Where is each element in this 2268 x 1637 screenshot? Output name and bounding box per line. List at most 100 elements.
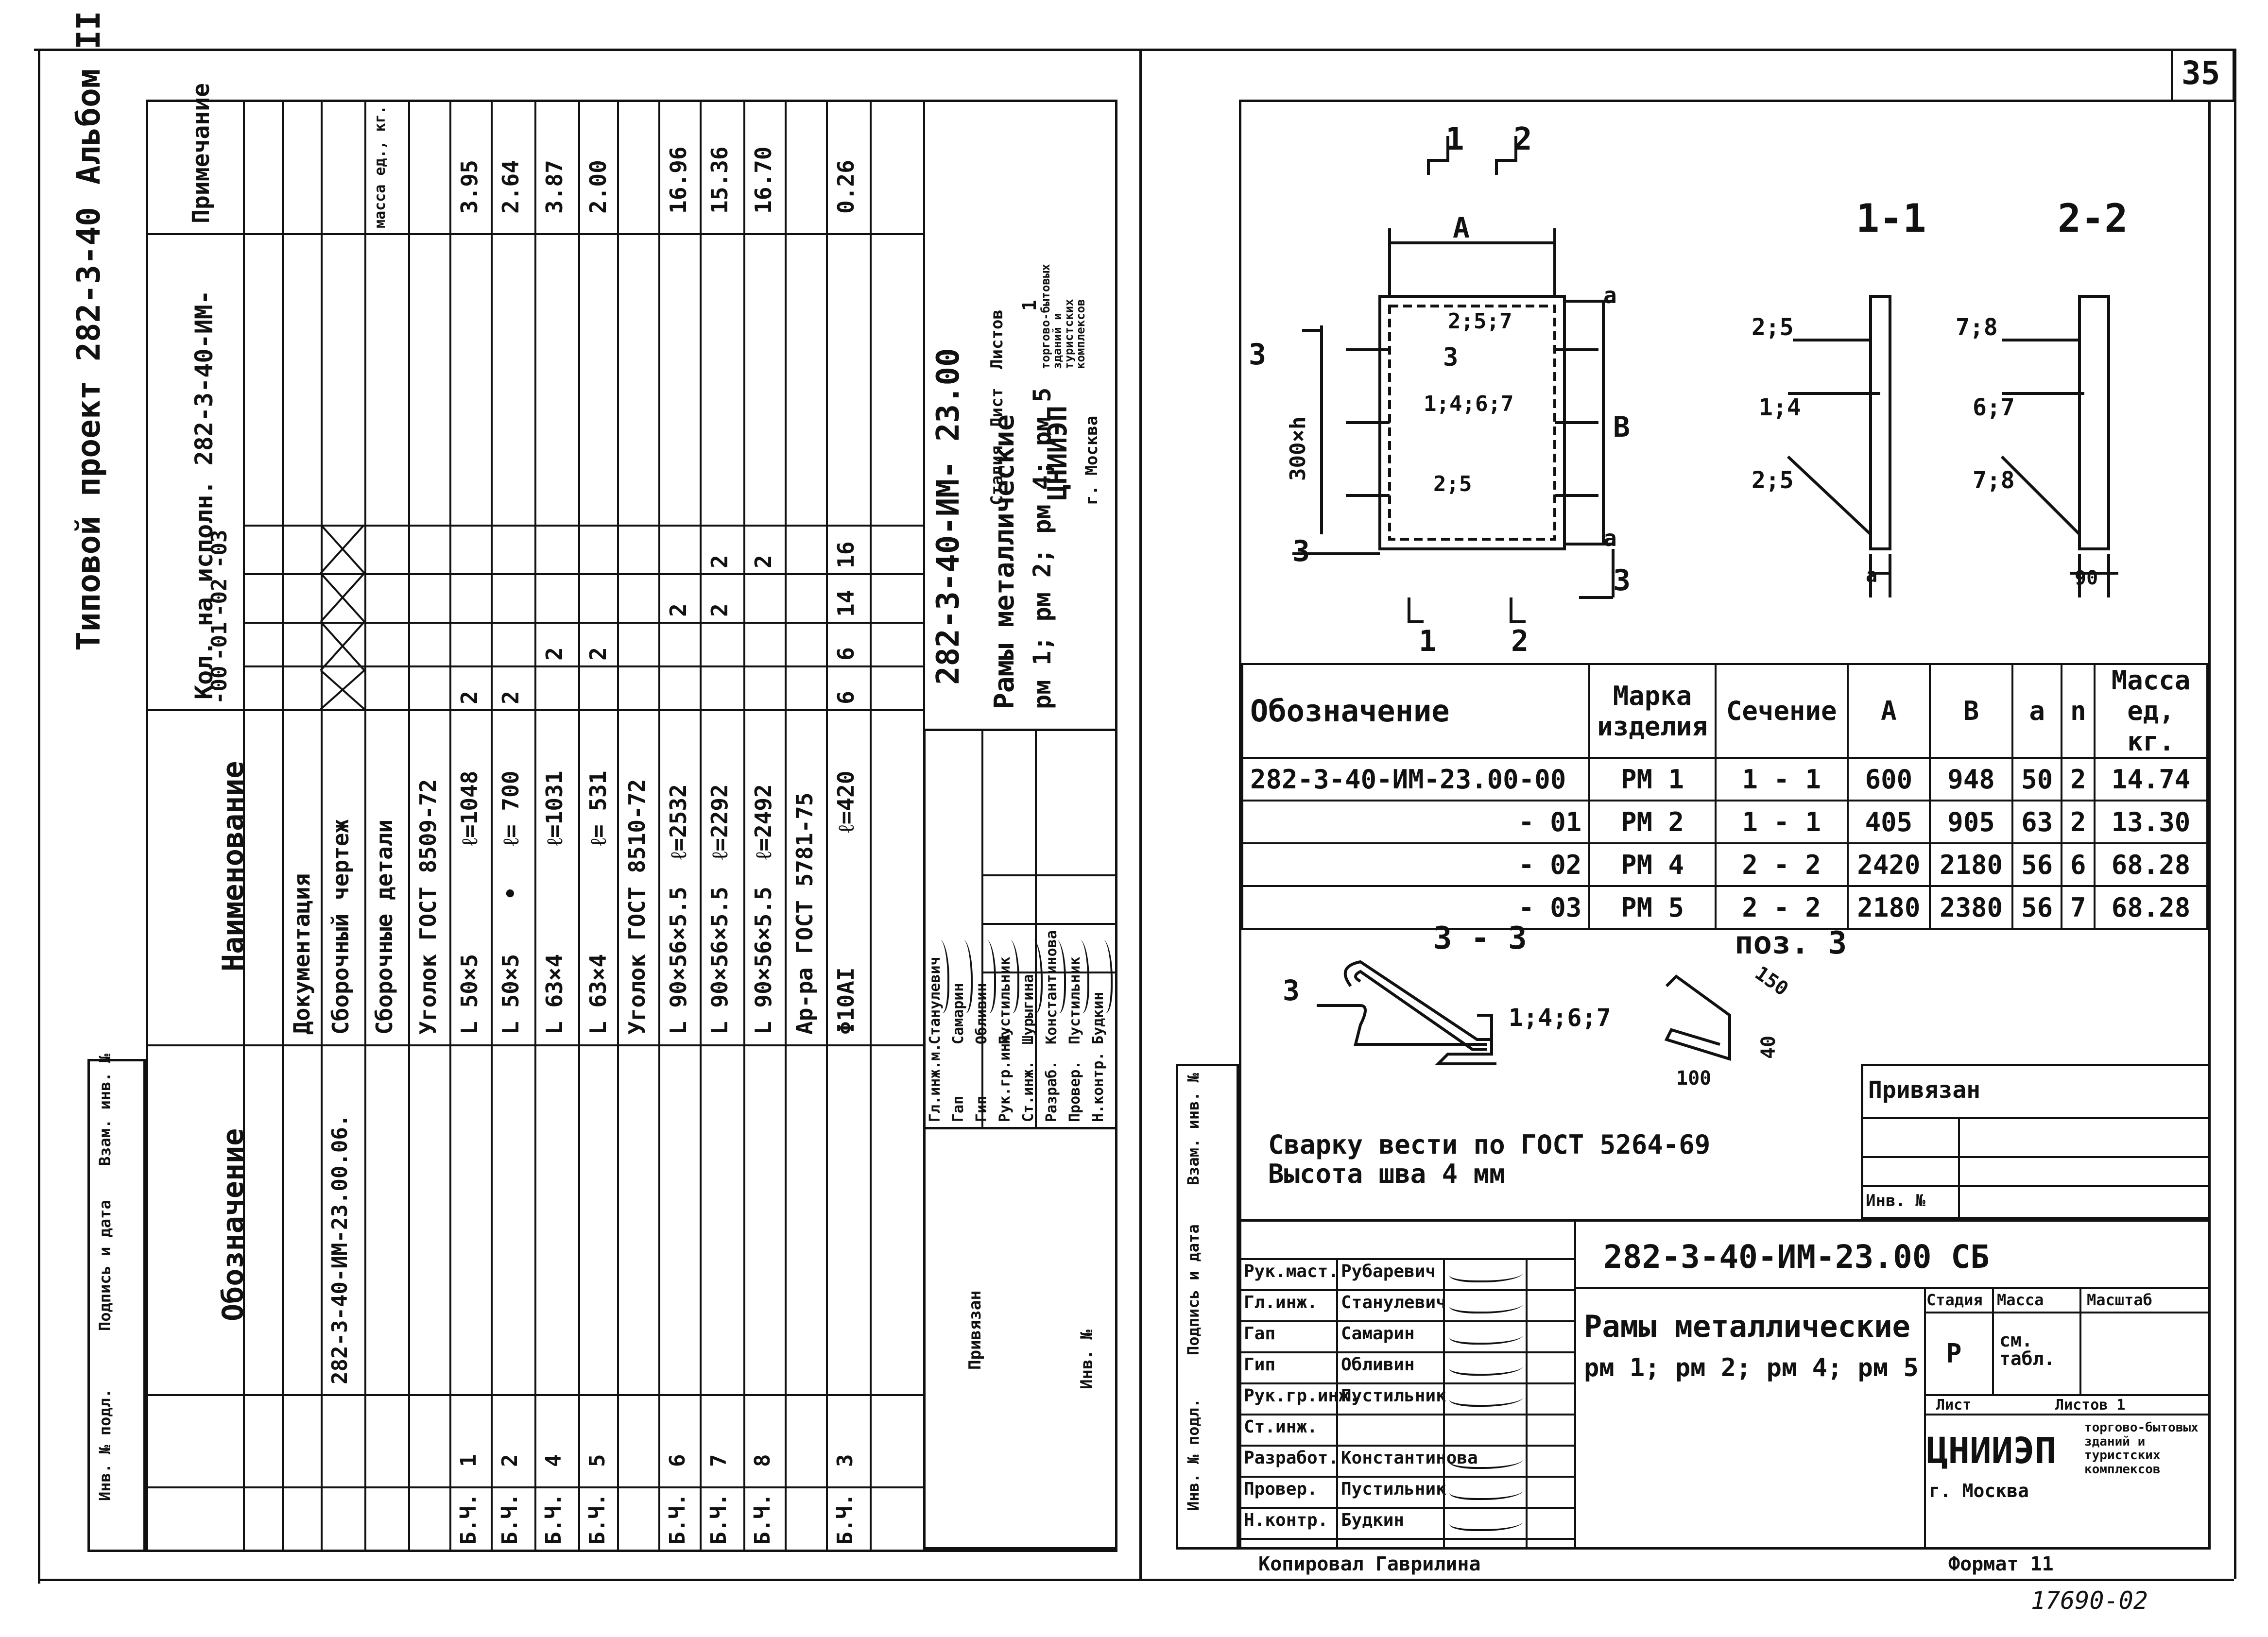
cut-label-3-inner: 3	[1443, 343, 1459, 372]
frames-table-cell: 2 - 2	[1714, 885, 1849, 930]
spec-row-pos: 2	[498, 1454, 522, 1467]
outer-bottom-line	[38, 1579, 2234, 1581]
spec-row-pos: 7	[706, 1454, 731, 1467]
spec-row-line	[408, 100, 410, 1552]
spec-row-qty: 2	[706, 555, 733, 568]
frames-th-a: a	[2011, 663, 2063, 759]
left-sheet-label: Лист	[987, 388, 1007, 427]
right-title-line	[1924, 1394, 2211, 1396]
frames-table-cell: 63	[2011, 800, 2063, 844]
left-header-album: Альбом II	[70, 11, 107, 185]
right-signer-row-line	[1239, 1476, 1574, 1478]
cut-label-3-bottom: 3	[1292, 534, 1310, 568]
frames-table-cell: РМ 1	[1588, 757, 1717, 801]
right-signer-role: Рук.гр.инж.	[1244, 1386, 1360, 1406]
right-side-podpis: Подпись и дата	[1184, 1224, 1203, 1355]
sec11-label-mid: 1;4	[1759, 394, 1801, 421]
right-signer-row-line	[1239, 1538, 1574, 1540]
handwritten-number: 17690-02	[2031, 1586, 2148, 1615]
frames-table-cell: 600	[1846, 757, 1931, 801]
right-stage-label: Стадия	[1926, 1291, 1983, 1309]
left-stage-label: Стадия	[987, 445, 1007, 505]
spec-row-line	[617, 100, 619, 1552]
frames-table-cell: 405	[1846, 800, 1931, 844]
spec-row-format: Б.Ч.	[833, 1493, 858, 1545]
spec-row-note: 3.95	[456, 160, 482, 214]
spec-row-qty: 2	[750, 555, 776, 568]
right-title-line	[1239, 1258, 1574, 1260]
frames-table-cell: 2180	[1929, 842, 2013, 887]
right-title-line	[1924, 1287, 1926, 1550]
cut-label-2: 2	[1513, 121, 1532, 157]
sec22-label-top: 7;8	[1956, 314, 1998, 341]
privyazan-line	[1861, 1117, 2211, 1119]
right-title-line	[1443, 1258, 1445, 1550]
spec-qty-col-01: -01	[207, 622, 232, 661]
spec-row-line	[534, 100, 536, 1552]
spec-col-line-qty-b	[243, 622, 923, 624]
right-title-line	[1924, 1312, 2211, 1313]
spec-row-pos: 6	[665, 1454, 690, 1467]
dim-label-h: 300×h	[1286, 416, 1310, 481]
spec-row-note: 16.70	[750, 146, 776, 214]
spec-row-line	[700, 100, 702, 1552]
spec-row-name: L 50×5 • ℓ= 700	[498, 770, 524, 1035]
right-signer-role: Разработ.	[1244, 1448, 1339, 1468]
spec-row-pos: 8	[750, 1454, 775, 1467]
outer-top-line	[34, 49, 2235, 51]
frame-drawing	[1292, 136, 2118, 623]
left-binding-strip	[923, 1127, 1117, 1550]
spec-header-note: Примечание	[188, 83, 215, 223]
sec11-width-label: a	[1866, 564, 1878, 587]
privyazan-line	[1958, 1117, 1960, 1219]
left-signer-role: Н.контр.	[1090, 1052, 1107, 1123]
section-label-1-1: 1-1	[1856, 196, 1926, 241]
spec-row-name: L 50×5 ℓ=1048	[456, 770, 482, 1035]
left-title-line	[981, 874, 1117, 876]
spec-cross-marks	[320, 525, 365, 709]
spec-header-name: Наименование	[216, 761, 250, 972]
privyazan-label: Привязан	[1868, 1076, 1981, 1104]
right-signer-role: Гап	[1244, 1324, 1276, 1344]
frames-table-cell: 1 - 1	[1714, 757, 1849, 801]
spec-row-pos: 1	[456, 1454, 481, 1467]
sec11-label-bottom: 2;5	[1752, 467, 1794, 494]
spec-row-line	[321, 100, 323, 1552]
spec-row-designation: 282-3-40-ИМ-23.00.06.	[327, 1114, 352, 1384]
spec-row-name: Уголок ГОСТ 8510-72	[624, 779, 650, 1035]
spec-row-name: Ар-ра ГОСТ 5781-75	[791, 792, 818, 1035]
right-sheets-label: Листов 1	[2055, 1397, 2126, 1414]
right-signer-row-line	[1239, 1445, 1574, 1447]
cut-label-3-left: 3	[1249, 338, 1267, 372]
spec-row-name: Документация	[289, 873, 315, 1035]
frames-table-cell: 7	[2061, 885, 2096, 930]
dim-label-B: B	[1613, 410, 1630, 443]
spec-col-line-qty-a	[243, 573, 923, 575]
right-signer-row-line	[1239, 1351, 1574, 1353]
right-side-inv-podl: Инв. № подл.	[1184, 1398, 1203, 1511]
frames-table-cell: 2380	[1929, 885, 2013, 930]
spec-row-line	[578, 100, 580, 1552]
right-title-line	[1336, 1258, 1338, 1550]
frames-th-mark: Марка изделия	[1588, 663, 1717, 759]
left-sheets-value: 1	[1019, 300, 1040, 311]
frames-table-cell: 6	[2061, 842, 2096, 887]
spec-row-name: Уголок ГОСТ 8509-72	[415, 779, 441, 1035]
right-sheet-label: Лист	[1936, 1397, 1972, 1414]
left-title-line	[981, 972, 1117, 973]
spec-row-qty: 2	[498, 691, 524, 704]
page-number: 35	[2182, 54, 2220, 92]
right-signer-name: Константинова	[1341, 1448, 1478, 1468]
spec-row-name: Сборочный чертеж	[327, 819, 354, 1035]
right-signer-role: Провер.	[1244, 1479, 1318, 1499]
copied-by: Копировал Гаврилина	[1258, 1553, 1481, 1575]
spec-row-line	[243, 100, 245, 1552]
cut-label-2-bottom: 2	[1511, 624, 1529, 658]
spec-row-format: Б.Ч.	[456, 1493, 481, 1545]
frames-table-cell: РМ 5	[1588, 885, 1717, 930]
sec22-width-label: 90	[2075, 567, 2098, 589]
dim-label-A: A	[1453, 211, 1470, 244]
